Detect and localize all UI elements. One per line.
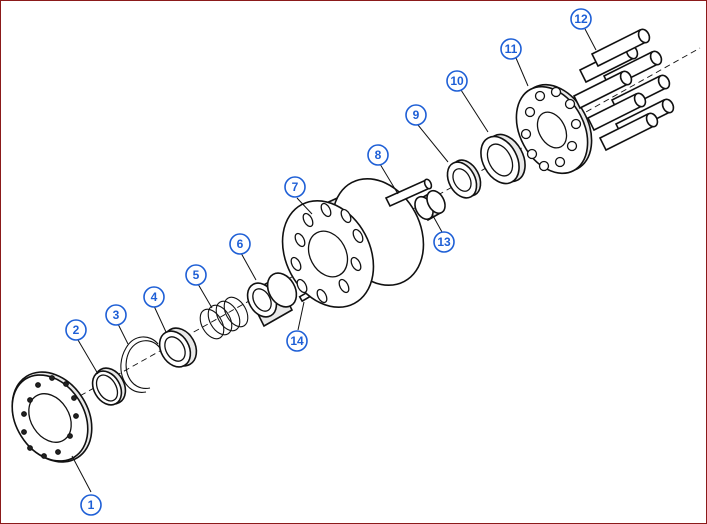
callout-6: 6 [229,233,251,255]
piston [590,28,651,68]
callout-1: 1 [80,494,102,516]
part-5-spring [199,296,249,340]
callout-6-label: 6 [237,237,244,251]
callout-10-label: 10 [450,74,464,88]
callout-8-label: 8 [375,148,382,162]
part-11-retainer-plate [515,83,593,175]
callout-4-label: 4 [151,290,158,304]
part-13-bushing [414,189,446,222]
part-12-pistons [572,28,675,152]
part-2-ring [91,367,127,406]
part-9-washer [446,159,482,199]
callout-5-label: 5 [193,268,200,282]
callout-3-label: 3 [113,308,120,322]
callout-7: 7 [284,176,306,198]
callout-4: 4 [143,286,165,308]
piston [598,112,659,152]
piston [572,70,633,110]
callout-11-label: 11 [505,42,518,56]
callout-9-label: 9 [413,108,420,122]
part-6-sleeve [246,272,298,328]
callout-12: 12 [570,8,592,30]
callout-1-label: 1 [88,498,95,512]
callout-7-label: 7 [292,180,299,194]
callout-13: 13 [433,231,455,253]
callout-14-label: 14 [290,334,304,348]
part-8-rod [384,178,433,208]
callout-2-label: 2 [73,323,80,337]
callout-9: 9 [405,104,427,126]
part-4-bearing [158,327,198,368]
callout-8: 8 [367,144,389,166]
part-10-retainer [480,133,526,185]
callout-14: 14 [286,330,308,352]
part-7-cylinder-block [281,177,425,309]
callout-13-label: 13 [437,235,451,249]
part-1-port-plate [11,371,93,463]
leader-lines [71,28,597,493]
callout-12-label: 12 [574,12,588,26]
piston [586,92,647,132]
callout-11: 11 [500,38,522,60]
part-3-snap-ring [120,336,161,393]
callout-5: 5 [185,264,207,286]
callout-3: 3 [105,304,127,326]
callout-2: 2 [65,319,87,341]
callout-10: 10 [446,70,468,92]
